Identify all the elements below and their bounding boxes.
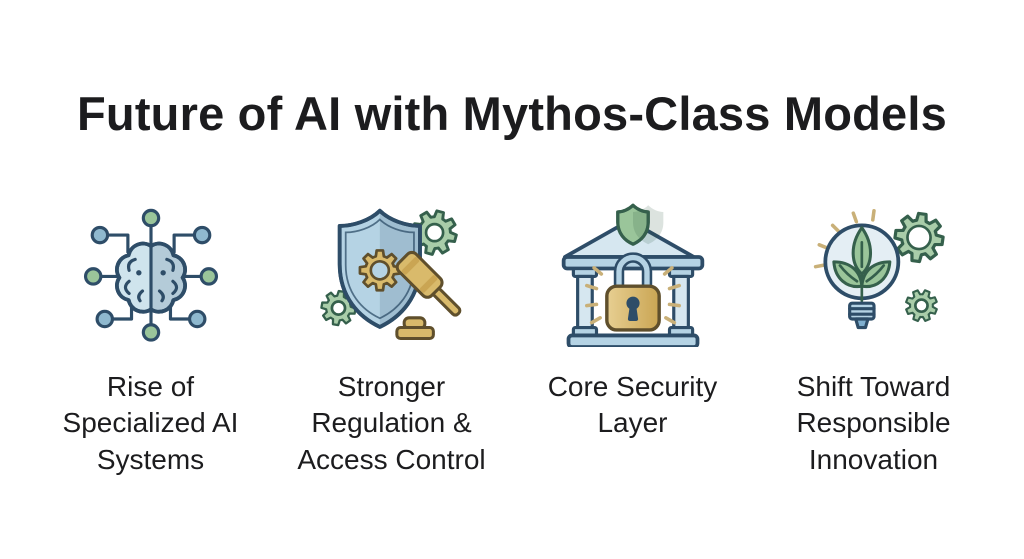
card-label-responsible-innovation: Shift Toward Responsible Innovation: [796, 371, 951, 475]
card-label-specialized-ai: Rise of Specialized AI Systems: [62, 371, 239, 475]
page-title: Future of AI with Mythos-Class Models: [77, 87, 947, 140]
card-label-regulation: Stronger Regulation & Access Control: [297, 371, 486, 475]
card-core-security: Core Security Layer: [512, 201, 753, 478]
card-regulation: Stronger Regulation & Access Control: [271, 201, 512, 478]
lightbulb-leaf-gears-icon: [801, 201, 947, 347]
bank-padlock-icon: [560, 201, 706, 347]
shield-gear-gavel-icon: [318, 201, 465, 347]
bank-padlock-icon-svg: [561, 203, 704, 347]
card-label-core-security: Core Security Layer: [547, 371, 718, 439]
brain-circuit-icon: [78, 201, 224, 347]
brain-circuit-icon-svg: [83, 208, 218, 342]
lightbulb-leaf-gears-icon-svg: [813, 208, 947, 330]
shield-gear-gavel-icon-svg: [318, 204, 463, 341]
card-specialized-ai: Rise of Specialized AI Systems: [30, 201, 271, 478]
cards-row: Rise of Specialized AI Systems: [0, 201, 1024, 478]
card-responsible-innovation: Shift Toward Responsible Innovation: [753, 201, 994, 478]
